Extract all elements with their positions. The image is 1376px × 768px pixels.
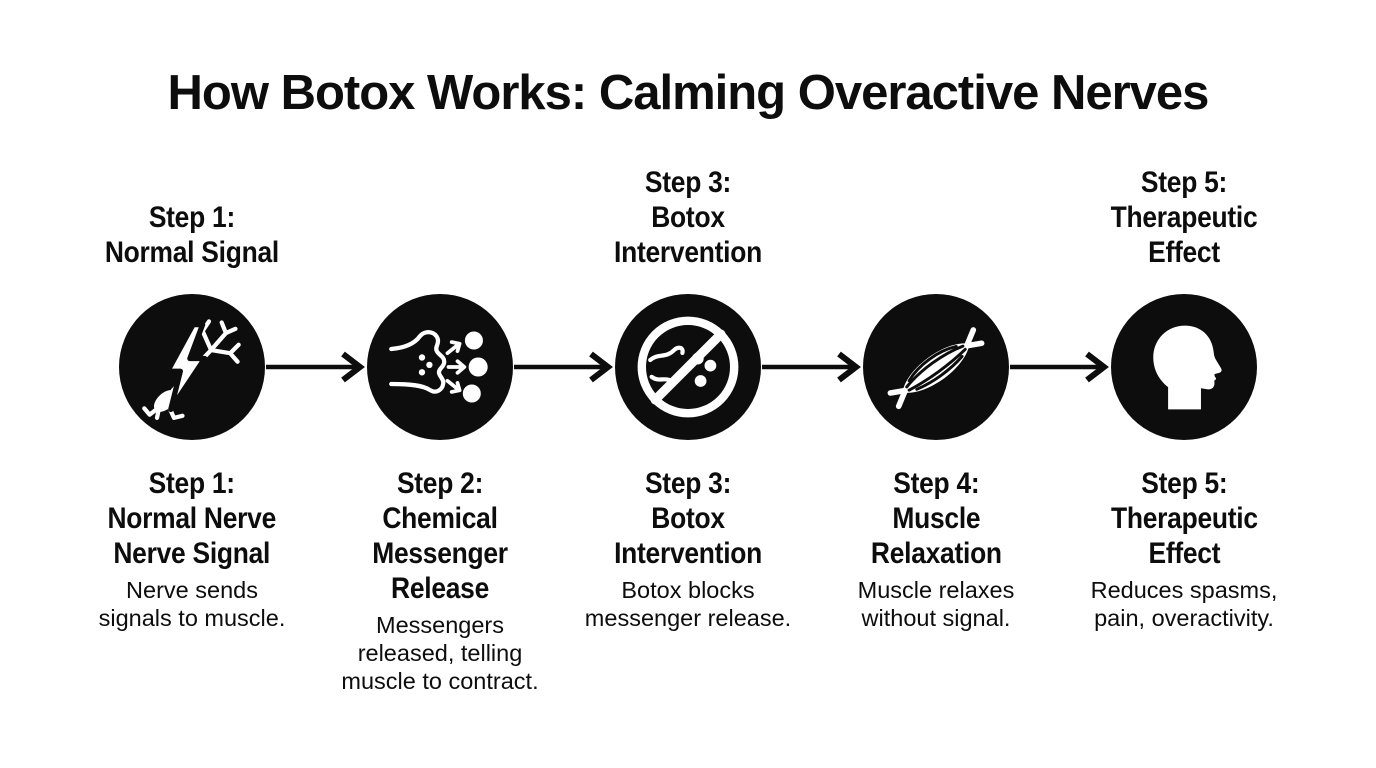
step-4-title: Step 4: Muscle Relaxation — [870, 467, 1002, 570]
arrow-right-icon — [266, 351, 365, 383]
step-5-header: Step 5: Therapeutic Effect — [1060, 166, 1308, 270]
page-title: How Botox Works: Calming Overactive Nerv… — [167, 66, 1210, 120]
step-3: Step 3: Botox Intervention Step 3: Botox… — [564, 166, 812, 695]
arrow-right-icon — [762, 351, 861, 383]
step-3-header-label: Step 3: Botox Intervention — [614, 166, 762, 269]
step-1-title: Step 1: Normal Nerve Nerve Signal — [107, 467, 277, 570]
step-5: Step 5: Therapeutic Effect Step 5: Thera… — [1060, 166, 1308, 695]
step-4-circle — [863, 294, 1009, 440]
arrow-right-icon — [1010, 351, 1109, 383]
step-1-header-label: Step 1: Normal Signal — [104, 201, 280, 269]
muscle-icon — [887, 327, 985, 410]
head-profile-icon — [1153, 325, 1222, 410]
step-5-circle — [1111, 294, 1257, 440]
lightning-nerve-icon — [142, 319, 241, 420]
step-2-circle — [367, 294, 513, 440]
step-5-description: Reduces spasms, pain, overactivity. — [1090, 577, 1278, 631]
step-2-title: Step 2: Chemical Messenger Release — [372, 467, 508, 605]
step-3-circle — [615, 294, 761, 440]
step-3-title: Step 3: Botox Intervention — [614, 467, 762, 570]
step-4: Step 4: Muscle Relaxation Muscle relaxes… — [812, 198, 1060, 695]
step-2-description: Messengers released, telling muscle to c… — [341, 612, 539, 694]
step-3-description: Botox blocks messenger release. — [584, 577, 792, 631]
step-3-header: Step 3: Botox Intervention — [564, 166, 812, 270]
step-1-circle — [119, 294, 265, 440]
step-2: Step 2: Chemical Messenger Release Messe… — [316, 198, 564, 695]
step-5-header-label: Step 5: Therapeutic Effect — [1110, 166, 1258, 269]
step-4-description: Muscle relaxes without signal. — [857, 577, 1015, 631]
blocked-messengers-icon — [637, 316, 739, 418]
messenger-release-icon — [389, 330, 488, 403]
step-1-description: Nerve sends signals to muscle. — [98, 577, 286, 631]
process-flow-diagram: Step 1: Normal Signal Step 1: Normal Ner… — [68, 166, 1308, 695]
step-1: Step 1: Normal Signal Step 1: Normal Ner… — [68, 198, 316, 695]
step-5-title: Step 5: Therapeutic Effect — [1110, 467, 1258, 570]
step-1-header: Step 1: Normal Signal — [93, 198, 291, 270]
arrow-right-icon — [514, 351, 613, 383]
